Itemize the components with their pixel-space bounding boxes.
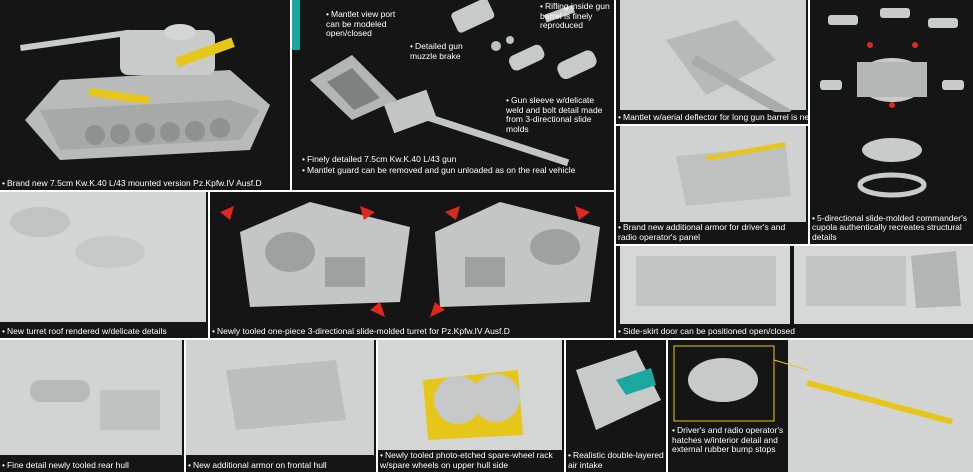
turret-illustration — [220, 202, 600, 317]
panel-spare-wheel: •Newly tooled photo-etched spare-wheel r… — [378, 340, 564, 472]
bullet-icon: • — [212, 325, 215, 336]
note-gun-detail: •Finely detailed 7.5cm Kw.K.40 L/43 gun — [302, 154, 457, 164]
note-gun-sleeve: •Gun sleeve w/delicate weld and bolt det… — [506, 95, 603, 134]
gun-parts-illustration — [292, 0, 597, 167]
rear-hull-illustration — [0, 340, 182, 455]
panel-frontal-armor: •New additional armor on frontal hull — [186, 340, 376, 472]
caption-turret-roof: •New turret roof rendered w/delicate det… — [2, 325, 167, 336]
bullet-icon: • — [506, 95, 509, 105]
bullet-icon: • — [2, 325, 5, 336]
bullet-icon: • — [672, 425, 675, 435]
bullet-icon: • — [380, 450, 383, 460]
note-mantlet-view-port: •Mantlet view port can be modeled open/c… — [326, 9, 396, 38]
bullet-icon: • — [618, 325, 621, 336]
panel-mantlet: •Mantlet w/aerial deflector for long gun… — [616, 0, 808, 124]
turret-roof-illustration — [0, 192, 206, 322]
bullet-icon: • — [410, 41, 413, 51]
bullet-icon: • — [2, 177, 5, 188]
panel-rear-hull: •Fine detail newly tooled rear hull — [0, 340, 184, 472]
panel-side-skirt: •Side-skirt door can be positioned open/… — [616, 246, 973, 338]
caption-frontal-armor: •New additional armor on frontal hull — [188, 459, 327, 470]
caption-hero: •Brand new 7.5cm Kw.K.40 L/43 mounted ve… — [2, 177, 262, 188]
panel-hatches: •Driver's and radio operator's hatches w… — [668, 340, 973, 472]
frontal-armor-illustration — [186, 340, 374, 455]
spare-wheel-illustration — [378, 340, 562, 450]
panel-air-intake: •Realistic double-layered air intake — [566, 340, 666, 472]
panel-hero-tank: •Brand new 7.5cm Kw.K.40 L/43 mounted ve… — [0, 0, 290, 190]
caption-driver-armor: •Brand new additional armor for driver's… — [618, 222, 786, 242]
bullet-icon: • — [188, 459, 191, 470]
bullet-icon: • — [618, 222, 621, 232]
caption-side-skirt: •Side-skirt door can be positioned open/… — [618, 325, 795, 336]
caption-turret: •Newly tooled one-piece 3-directional sl… — [212, 325, 510, 336]
panel-turret: •Newly tooled one-piece 3-directional sl… — [210, 192, 614, 338]
hatches-illustration — [673, 340, 973, 472]
side-skirt-illustration — [620, 246, 973, 324]
caption-hatches: •Driver's and radio operator's hatches w… — [672, 425, 784, 454]
note-muzzle-brake: •Detailed gun muzzle brake — [410, 41, 463, 61]
note-rifling: •Rifling inside gun barrel is finely rep… — [540, 1, 610, 30]
caption-spare-wheel: •Newly tooled photo-etched spare-wheel r… — [380, 450, 553, 470]
bullet-icon: • — [812, 212, 815, 223]
bullet-icon: • — [302, 165, 305, 175]
bullet-icon: • — [540, 1, 543, 11]
panel-turret-roof: •New turret roof rendered w/delicate det… — [0, 192, 208, 338]
caption-mantlet: •Mantlet w/aerial deflector for long gun… — [618, 111, 808, 122]
bullet-icon: • — [326, 9, 329, 19]
bullet-icon: • — [2, 459, 5, 470]
bullet-icon: • — [618, 111, 621, 122]
panel-cupola: •5-directional slide-molded commander's … — [810, 0, 973, 244]
note-mantlet-guard: •Mantlet guard can be removed and gun un… — [302, 165, 576, 175]
panel-gun-parts: •Mantlet view port can be modeled open/c… — [292, 0, 614, 190]
bullet-icon: • — [568, 450, 571, 460]
air-intake-illustration — [576, 350, 661, 430]
caption-air-intake: •Realistic double-layered air intake — [568, 450, 664, 470]
caption-rear-hull: •Fine detail newly tooled rear hull — [2, 459, 129, 470]
cupola-illustration — [820, 8, 964, 198]
panel-driver-armor: •Brand new additional armor for driver's… — [616, 126, 808, 244]
tank-illustration — [19, 24, 270, 160]
caption-cupola: •5-directional slide-molded commander's … — [812, 212, 967, 242]
mantlet-illustration — [620, 0, 806, 112]
driver-armor-illustration — [620, 126, 806, 222]
bullet-icon: • — [302, 154, 305, 164]
